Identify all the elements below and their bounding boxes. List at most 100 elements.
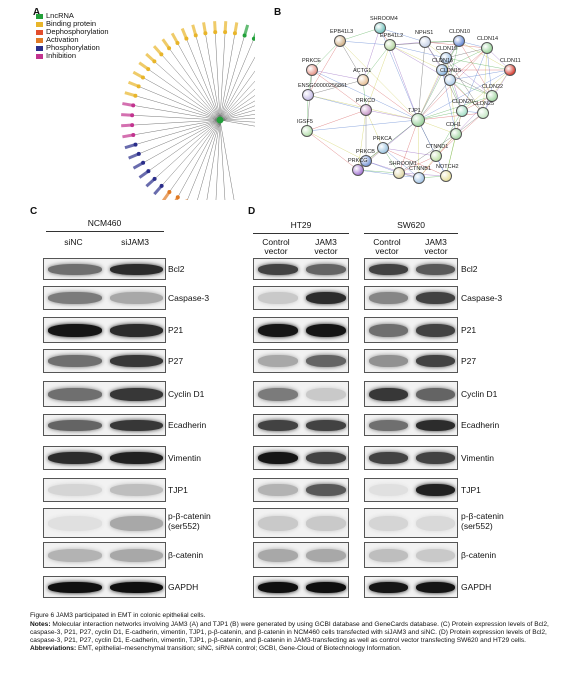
network-edge — [445, 57, 463, 112]
blot-strip — [364, 349, 458, 373]
blot-strip — [253, 576, 349, 598]
network-node — [440, 52, 452, 64]
blot-band — [416, 548, 455, 562]
network-node-label-mark — [121, 113, 132, 117]
blot-strip — [43, 349, 166, 373]
protein-label: GAPDH — [168, 582, 199, 592]
network-node — [301, 125, 313, 137]
network-edge — [197, 119, 221, 200]
blot-band — [258, 452, 298, 464]
blot-band — [369, 355, 408, 367]
blot-strip — [43, 478, 166, 502]
network-edge — [219, 119, 235, 200]
blot-band — [306, 292, 346, 304]
blot-band — [369, 323, 408, 337]
network-edge — [449, 69, 511, 81]
network-node-label-mark — [124, 143, 135, 150]
network-node-label: CLDN10 — [449, 29, 471, 35]
network-node — [440, 170, 452, 182]
network-edge — [138, 86, 221, 121]
blot-band — [48, 292, 102, 304]
network-edge — [455, 95, 493, 135]
network-edge — [311, 69, 364, 81]
blot-band — [306, 548, 346, 562]
sw620-jam3-label: JAM3 vector — [424, 237, 448, 256]
ht29-jam3-label: JAM3 vector — [314, 237, 338, 256]
network-edge — [306, 130, 367, 162]
blot-band — [258, 292, 298, 304]
network-edge — [458, 40, 511, 71]
blot-band — [306, 581, 346, 593]
caption-title: Figure 6 JAM3 participated in EMT in col… — [30, 612, 206, 619]
network-node-label-mark — [180, 27, 188, 39]
blot-band — [306, 323, 346, 337]
blot-band — [369, 581, 408, 593]
blot-band — [109, 515, 163, 531]
blot-band — [306, 515, 346, 531]
blot-strip — [364, 542, 458, 568]
network-edge — [307, 40, 341, 96]
blot-strip — [253, 508, 349, 538]
network-edge — [168, 48, 221, 121]
network-node — [374, 22, 386, 34]
network-edge — [449, 40, 460, 81]
blot-band — [306, 263, 346, 275]
network-node-label-mark — [170, 32, 179, 43]
network-node — [430, 150, 442, 162]
ht29-control-label: Control vector — [262, 237, 290, 256]
network-node-label: CLDN25 — [473, 101, 495, 107]
caption-abbr-label: Abbreviations: — [30, 645, 77, 652]
blot-band — [369, 452, 408, 464]
legend-item: Phosphorylation — [36, 44, 109, 52]
network-node-label: EPB41L2 — [380, 33, 404, 39]
panel-b-label: B — [274, 7, 282, 18]
network-node-label: IGSF5 — [297, 119, 313, 125]
network-edge — [311, 40, 341, 71]
protein-label: P27 — [461, 356, 477, 366]
blot-strip — [253, 286, 349, 310]
network-edge — [142, 77, 221, 121]
network-node-label-mark — [213, 21, 217, 32]
ncm460-header-line — [46, 231, 164, 232]
blot-strip — [253, 317, 349, 343]
network-edge — [389, 44, 443, 71]
network-edge — [205, 33, 221, 121]
blot-band — [258, 484, 298, 496]
blot-band — [48, 548, 102, 562]
blot-strip — [364, 576, 458, 598]
network-node — [360, 155, 372, 167]
network-node-label: NPHS1 — [415, 30, 434, 36]
network-node — [334, 35, 346, 47]
legend-item: Binding protein — [36, 20, 109, 28]
blot-band — [48, 452, 102, 464]
blot-strip — [43, 508, 166, 538]
blot-strip — [364, 414, 458, 436]
network-node-label-mark — [138, 170, 149, 179]
network-edge — [306, 109, 367, 132]
blot-band — [109, 419, 163, 431]
network-node-label: CLDN20 — [452, 99, 474, 105]
legend-label: Activation — [46, 35, 79, 44]
network-node — [357, 74, 369, 86]
network-edge — [219, 119, 226, 200]
network-edge — [458, 40, 493, 97]
blot-band — [369, 387, 408, 401]
protein-label: Cyclin D1 — [461, 389, 498, 399]
ncm460-header: NCM460 — [87, 218, 122, 228]
network-node-label-mark — [161, 38, 170, 49]
blot-band — [109, 452, 163, 464]
network-node-label-mark — [152, 45, 162, 55]
network-node — [393, 167, 405, 179]
network-node-label-mark — [132, 161, 143, 170]
network-edge — [219, 95, 255, 121]
network-edge — [186, 38, 221, 121]
blot-band — [416, 452, 455, 464]
network-node — [481, 42, 493, 54]
network-node-label-mark — [233, 22, 239, 33]
figure-caption: Figure 6 JAM3 participated in EMT in col… — [30, 612, 550, 653]
network-edge — [417, 95, 493, 121]
network-edge — [357, 169, 400, 174]
protein-label: P21 — [168, 325, 184, 335]
legend-swatch — [36, 53, 43, 59]
blot-strip — [364, 286, 458, 310]
